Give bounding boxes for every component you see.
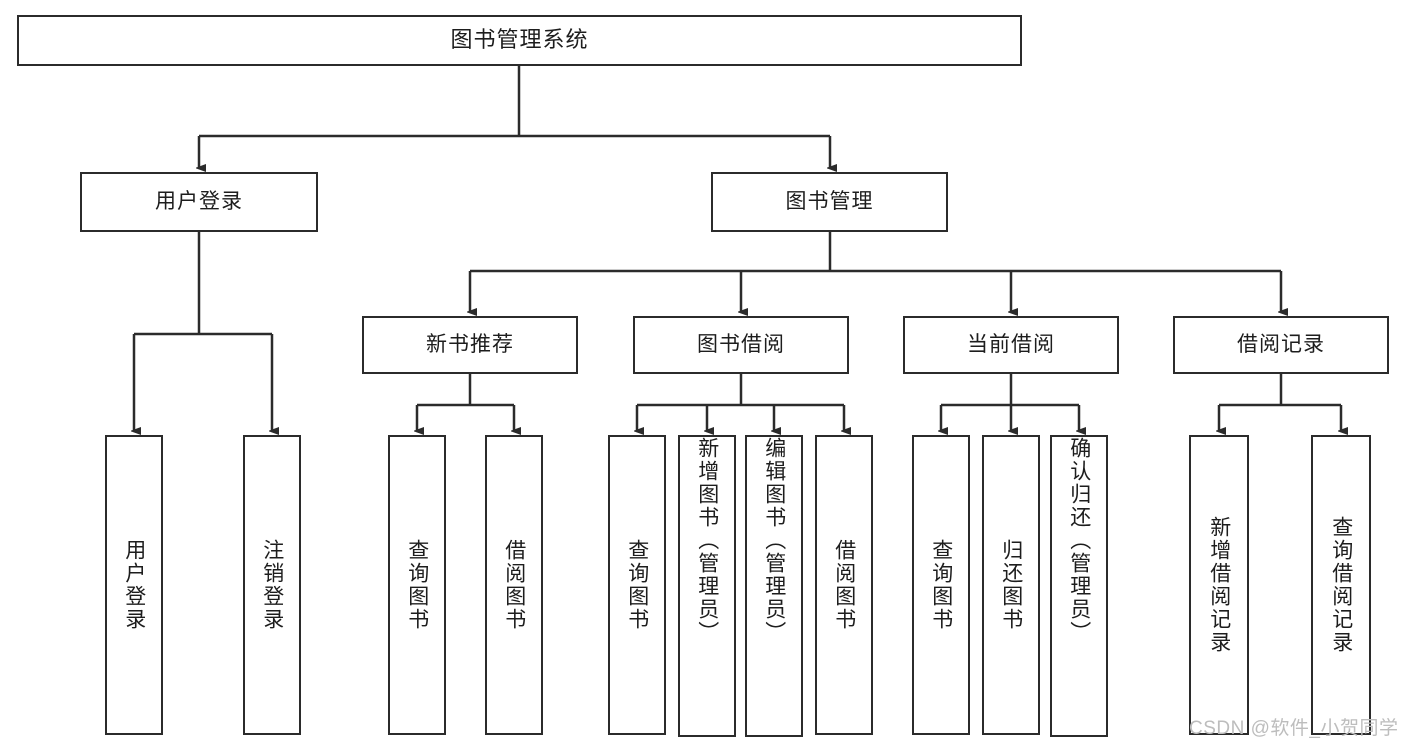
leaf-current-return[interactable]: 归还图书 (982, 435, 1040, 735)
leaf-label: 借阅图书 (832, 539, 856, 631)
node-borrow-record[interactable]: 借阅记录 (1173, 316, 1389, 374)
leaf-label: 归还图书 (999, 539, 1023, 631)
leaf-borrow-query[interactable]: 查询图书 (608, 435, 666, 735)
leaf-label: 注销登录 (260, 539, 284, 631)
leaf-label: 新增图书（管理员） (695, 437, 719, 644)
leaf-text-wrap: 确认归还（管理员） (1052, 437, 1106, 735)
node-new-book-recommend[interactable]: 新书推荐 (362, 316, 578, 374)
leaf-text-wrap: 新增借阅记录 (1191, 437, 1247, 733)
leaf-text-wrap: 编辑图书（管理员） (747, 437, 801, 735)
leaf-newbook-query[interactable]: 查询图书 (388, 435, 446, 735)
leaf-current-query[interactable]: 查询图书 (912, 435, 970, 735)
leaf-label: 查询图书 (625, 539, 649, 631)
leaf-label: 查询借阅记录 (1329, 516, 1353, 654)
leaf-newbook-borrow[interactable]: 借阅图书 (485, 435, 543, 735)
leaf-label: 用户登录 (122, 539, 146, 631)
node-user-login[interactable]: 用户登录 (80, 172, 318, 232)
leaf-record-add[interactable]: 新增借阅记录 (1189, 435, 1249, 735)
leaf-text-wrap: 注销登录 (245, 437, 299, 733)
leaf-user-login-login[interactable]: 用户登录 (105, 435, 163, 735)
leaf-text-wrap: 借阅图书 (487, 437, 541, 733)
leaf-label: 查询图书 (405, 539, 429, 631)
leaf-text-wrap: 借阅图书 (817, 437, 871, 733)
leaf-text-wrap: 查询图书 (610, 437, 664, 733)
leaf-label: 查询图书 (929, 539, 953, 631)
csdn-watermark: CSDN @软件_小贺同学 (1189, 718, 1399, 739)
node-book-management[interactable]: 图书管理 (711, 172, 948, 232)
node-root-system[interactable]: 图书管理系统 (17, 15, 1022, 66)
leaf-text-wrap: 查询图书 (390, 437, 444, 733)
leaf-borrow-borrow-book[interactable]: 借阅图书 (815, 435, 873, 735)
leaf-record-query[interactable]: 查询借阅记录 (1311, 435, 1371, 735)
node-book-borrow[interactable]: 图书借阅 (633, 316, 849, 374)
leaf-user-login-logout[interactable]: 注销登录 (243, 435, 301, 735)
leaf-text-wrap: 查询借阅记录 (1313, 437, 1369, 733)
leaf-borrow-add-book-admin[interactable]: 新增图书（管理员） (678, 435, 736, 737)
leaf-borrow-edit-book-admin[interactable]: 编辑图书（管理员） (745, 435, 803, 737)
leaf-text-wrap: 归还图书 (984, 437, 1038, 733)
leaf-text-wrap: 用户登录 (107, 437, 161, 733)
leaf-label: 确认归还（管理员） (1067, 437, 1091, 644)
leaf-text-wrap: 新增图书（管理员） (680, 437, 734, 735)
leaf-text-wrap: 查询图书 (914, 437, 968, 733)
leaf-label: 新增借阅记录 (1207, 516, 1231, 654)
leaf-label: 编辑图书（管理员） (762, 437, 786, 644)
node-current-borrow[interactable]: 当前借阅 (903, 316, 1119, 374)
leaf-label: 借阅图书 (502, 539, 526, 631)
leaf-current-confirm-return-admin[interactable]: 确认归还（管理员） (1050, 435, 1108, 737)
